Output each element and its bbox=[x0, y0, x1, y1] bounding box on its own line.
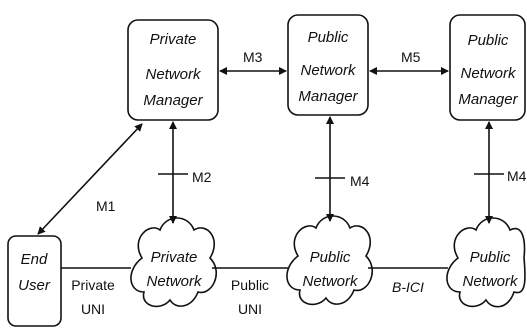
private-uni-label-1: Private bbox=[71, 277, 115, 293]
end-user-node: End User bbox=[7, 235, 62, 327]
m1-connector bbox=[37, 123, 143, 235]
end-user-label-1: End bbox=[21, 251, 48, 268]
public-network-1-label-2: Network bbox=[302, 273, 359, 290]
private-manager-label-3: Manager bbox=[143, 92, 203, 109]
private-network-label-1: Private bbox=[151, 249, 198, 266]
private-manager-label-1: Private bbox=[150, 31, 197, 48]
private-network-label-2: Network bbox=[146, 273, 203, 290]
public-network-2-label-2: Network bbox=[462, 273, 519, 290]
m1-label: M1 bbox=[96, 198, 116, 214]
public-uni-label-2: UNI bbox=[238, 301, 262, 317]
public-network-manager-node-1: Public Network Manager bbox=[287, 14, 369, 116]
public-manager-2-label-2: Network bbox=[460, 65, 517, 82]
private-uni-label-2: UNI bbox=[81, 301, 105, 317]
m4-right-label: M4 bbox=[507, 168, 527, 184]
end-user-label-2: User bbox=[18, 277, 51, 294]
public-uni-label-1: Public bbox=[231, 277, 269, 293]
private-network-manager-node: Private Network Manager bbox=[127, 19, 219, 121]
m5-label: M5 bbox=[401, 49, 421, 65]
bici-label: B-ICI bbox=[392, 279, 424, 295]
public-network-cloud-2: Public Network bbox=[446, 217, 526, 308]
public-network-cloud-1: Public Network bbox=[286, 215, 373, 306]
m2-label: M2 bbox=[192, 169, 212, 185]
private-network-cloud: Private Network bbox=[130, 217, 217, 308]
public-manager-2-label-1: Public bbox=[468, 32, 509, 49]
m4-left-label: M4 bbox=[350, 173, 370, 189]
public-manager-1-label-3: Manager bbox=[298, 88, 358, 105]
public-manager-1-label-1: Public bbox=[308, 29, 349, 46]
public-manager-1-label-2: Network bbox=[300, 62, 357, 79]
public-manager-2-label-3: Manager bbox=[458, 91, 518, 108]
private-manager-label-2: Network bbox=[145, 66, 202, 83]
m3-label: M3 bbox=[243, 49, 263, 65]
public-network-1-label-1: Public bbox=[310, 249, 351, 266]
public-network-manager-node-2: Public Network Manager bbox=[449, 14, 526, 121]
public-network-2-label-1: Public bbox=[470, 249, 511, 266]
